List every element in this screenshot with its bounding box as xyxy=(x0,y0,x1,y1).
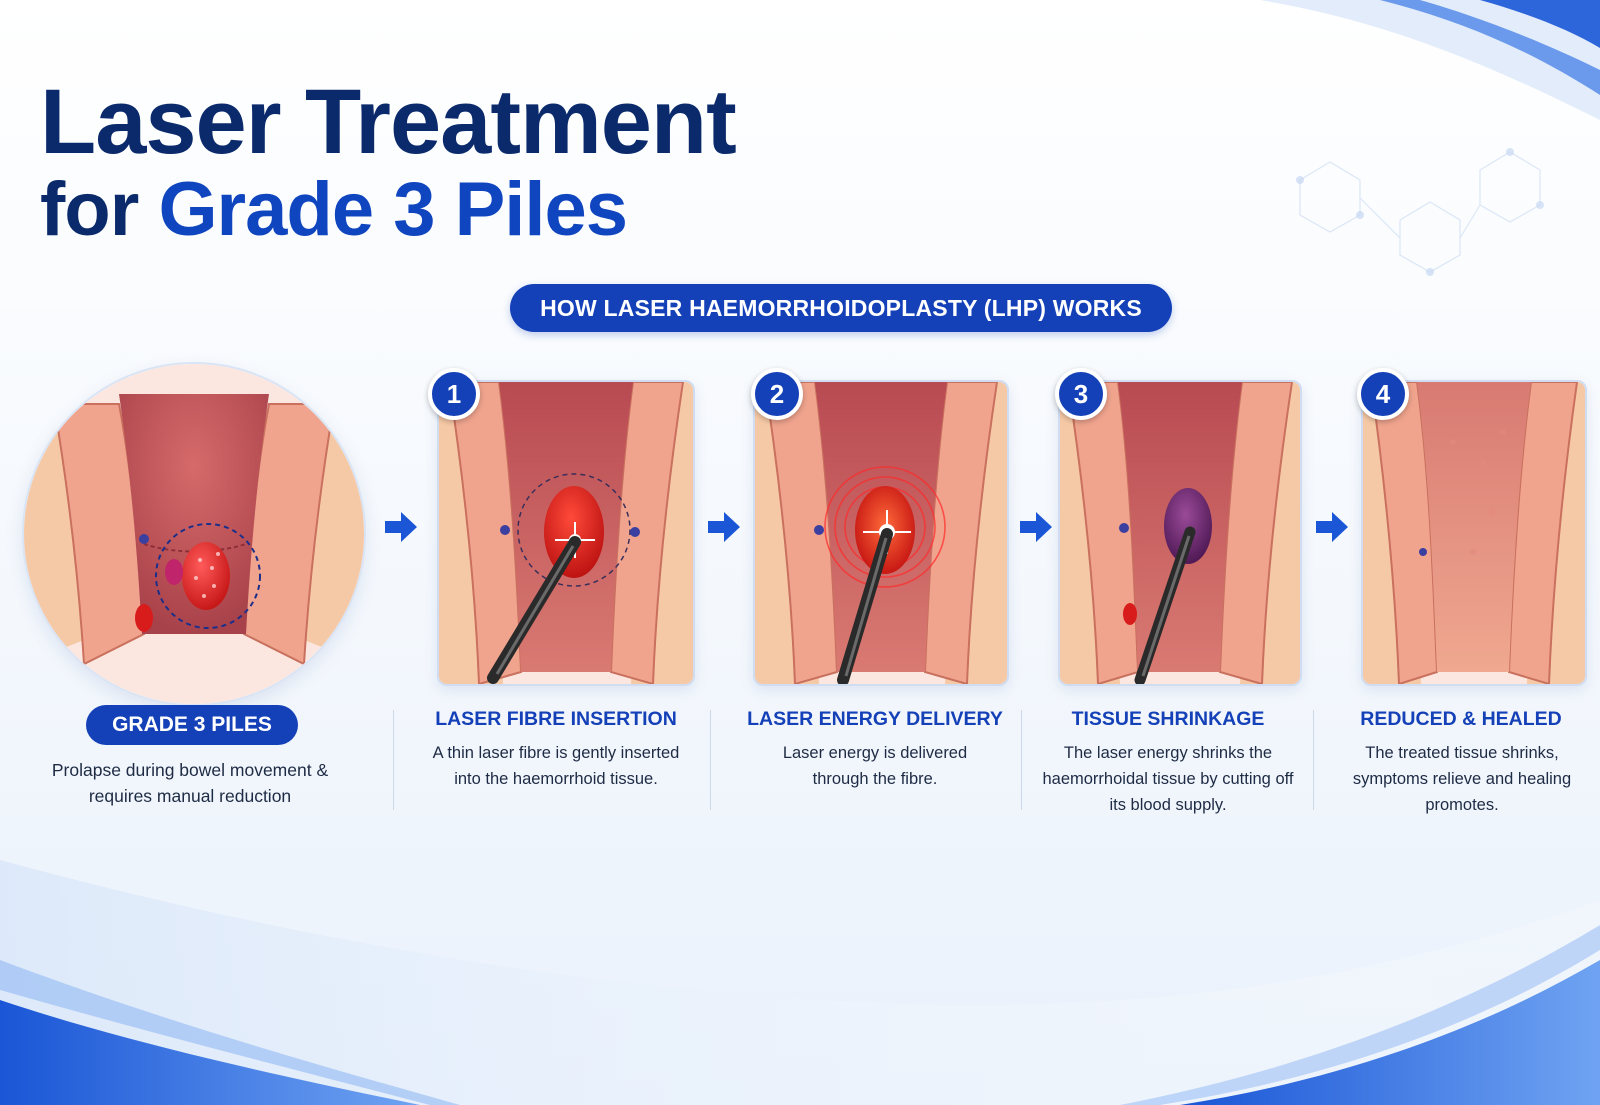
step-1-anatomy xyxy=(439,382,693,684)
step-1-description: A thin laser fibre is gently inserted in… xyxy=(432,744,680,788)
step-3-description: The laser energy shrinks the haemorrhoid… xyxy=(1042,744,1294,814)
column-divider xyxy=(1313,710,1314,810)
step-3-number-badge: 3 xyxy=(1055,368,1107,420)
step-2-illustration xyxy=(753,380,1009,686)
arrow-right-icon xyxy=(1316,512,1348,542)
step-2-description: Laser energy is delivered through the fi… xyxy=(782,744,968,788)
column-divider xyxy=(710,710,711,810)
step-2-title: LASER ENERGY DELIVERY xyxy=(747,708,1003,730)
step-4-description: The treated tissue shrinks, symptoms rel… xyxy=(1352,744,1572,814)
arrow-right-icon xyxy=(385,512,417,542)
step-1-number-badge: 1 xyxy=(428,368,480,420)
step-4-title: REDUCED & HEALED xyxy=(1360,708,1562,730)
step-1-illustration xyxy=(437,380,695,686)
step-2-anatomy xyxy=(755,382,1007,684)
step-4-illustration xyxy=(1361,380,1587,686)
how-it-works-banner: HOW LASER HAEMORRHOIDOPLASTY (LHP) WORKS xyxy=(510,284,1172,332)
grade3-illustration xyxy=(22,362,366,706)
grade3-description: Prolapse during bowel movement & require… xyxy=(51,760,329,806)
step-4-anatomy xyxy=(1363,382,1585,684)
page-subtitle: for Grade 3 Piles xyxy=(40,172,628,248)
haemorrhoid-icon xyxy=(182,542,230,610)
step-4-number-badge: 4 xyxy=(1357,368,1409,420)
arrow-right-icon xyxy=(708,512,740,542)
step-2-number-badge: 2 xyxy=(751,368,803,420)
laser-fibre-icon xyxy=(487,536,581,684)
step-3-illustration xyxy=(1058,380,1302,686)
page-title: Laser Treatment xyxy=(40,71,737,173)
subtitle-prefix: for xyxy=(40,167,159,252)
anatomy-illustration xyxy=(24,364,364,704)
subtitle-highlight: Grade 3 Piles xyxy=(158,167,628,252)
grade3-label: GRADE 3 PILES xyxy=(86,705,298,745)
column-divider xyxy=(1021,710,1022,810)
column-divider xyxy=(393,710,394,810)
step-1-title: LASER FIBRE INSERTION xyxy=(435,708,677,730)
step-3-title: TISSUE SHRINKAGE xyxy=(1071,708,1265,730)
step-3-anatomy xyxy=(1060,382,1300,684)
arrow-right-icon xyxy=(1020,512,1052,542)
